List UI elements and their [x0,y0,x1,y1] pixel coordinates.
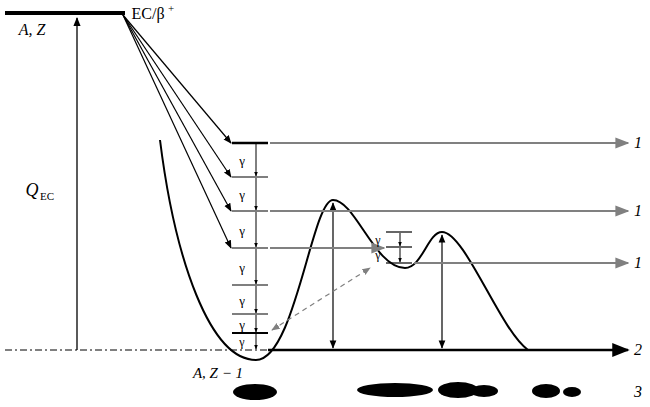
ec-arrows [123,15,231,248]
decay-mode: EC/β [131,6,164,22]
gamma-label: γ [375,249,380,261]
q-value: Q [26,181,39,199]
callout-number: 1 [634,135,642,151]
decay-mode-sup: + [168,3,174,14]
q-value-sub: EC [40,191,54,202]
gamma-label: γ [239,223,245,236]
gamma-label: γ [239,260,245,273]
barrier-height [441,235,442,348]
gamma-label: γ [239,293,245,306]
fragments [233,382,581,400]
gamma-label: γ [239,317,245,330]
gamma-label: γ [375,234,380,246]
q-arrow [76,18,77,350]
callout-number: 2 [634,342,642,358]
gamma-label: γ [239,336,244,348]
gamma-label: γ [239,154,245,167]
parent-level [5,11,125,15]
fission-barrier [160,140,528,360]
callout-number: 3 [634,384,642,400]
gamma-label: γ [239,188,245,201]
fission-arrow [268,349,628,352]
nucleus-label: A, Z − 1 [193,366,243,381]
callout-number: 1 [634,255,642,271]
second-well-levels [386,232,412,263]
baseline [5,350,268,351]
nucleus-label: A, Z [19,22,46,38]
callout-number: 1 [634,203,642,219]
level-ladder [232,143,268,349]
fission-arrows [270,143,628,330]
barrier-height [332,203,333,348]
